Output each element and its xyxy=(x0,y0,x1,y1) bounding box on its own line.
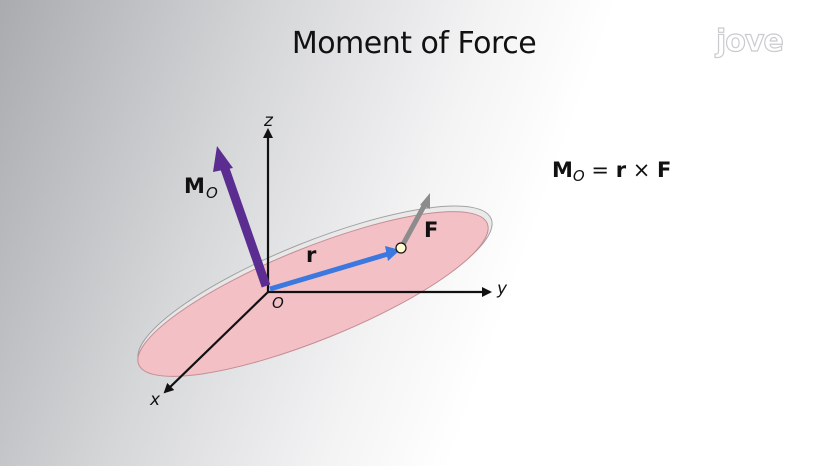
z-axis-label: z xyxy=(263,111,274,131)
equation-F: F xyxy=(657,158,672,182)
equation-r: r xyxy=(615,158,627,182)
rotating-disc xyxy=(137,205,493,377)
origin-label: O xyxy=(272,294,284,312)
x-axis-label: x xyxy=(149,390,161,410)
moment-vector xyxy=(213,146,271,288)
force-application-point xyxy=(395,242,407,254)
page-title: Moment of Force xyxy=(291,26,537,61)
equation-moment-subscript: O xyxy=(572,167,585,185)
equation-cross: × xyxy=(632,158,651,182)
position-vector-label: r xyxy=(306,243,317,267)
moment-subscript-label: O xyxy=(206,184,218,202)
moment-label: M xyxy=(184,174,205,198)
moment-equation: MO = r × F xyxy=(552,158,672,185)
force-vector-label: F xyxy=(424,218,438,242)
equation-equals: = xyxy=(591,158,610,182)
jove-logo: jove xyxy=(715,23,784,59)
force-vector xyxy=(395,193,430,254)
y-axis-label: y xyxy=(496,279,508,299)
x-axis xyxy=(163,291,269,394)
equation-moment-symbol: M xyxy=(552,158,573,182)
